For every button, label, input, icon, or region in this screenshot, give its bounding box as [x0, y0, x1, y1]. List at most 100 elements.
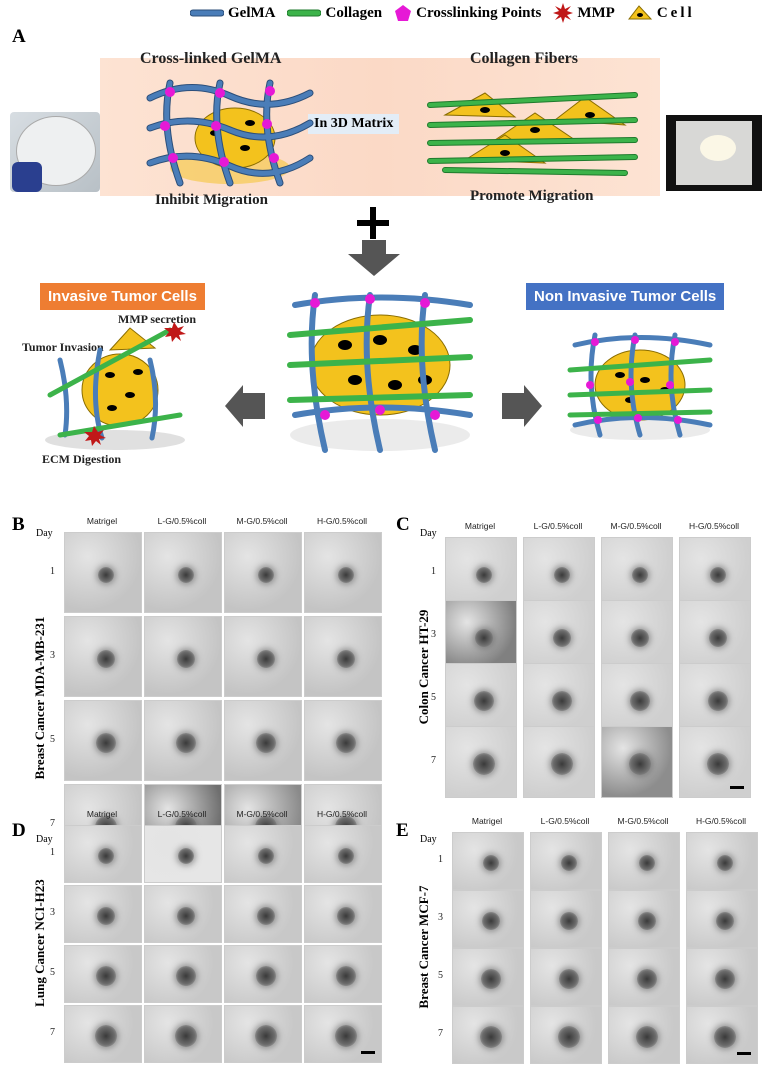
spheroid	[176, 966, 196, 986]
spheroid	[553, 629, 571, 647]
micrograph-image	[601, 726, 673, 798]
spheroid	[475, 629, 493, 647]
micrograph-image	[224, 532, 302, 613]
day-header: Day	[420, 528, 437, 539]
inhibit-migration-label: Inhibit Migration	[155, 192, 268, 208]
column-header: Matrigel	[471, 816, 503, 826]
center-combined-illustration	[287, 292, 473, 453]
spheroid	[176, 732, 196, 753]
micrograph-image	[64, 825, 142, 883]
micrograph-image	[144, 1005, 222, 1063]
spheroid	[337, 649, 355, 668]
spheroid	[97, 649, 115, 668]
spheroid	[717, 855, 733, 871]
spheroid	[707, 753, 729, 775]
cell-line-label: Lung Cancer NCI-H23	[32, 879, 47, 1007]
column-header: Matrigel	[464, 521, 496, 531]
in-3d-matrix-label: In 3D Matrix	[308, 114, 400, 134]
day-label: 7	[50, 817, 55, 829]
legend: GelMA Collagen Crosslinking Points MMP C…	[190, 0, 768, 26]
day-label: 1	[50, 847, 55, 858]
micrograph-image	[530, 832, 602, 890]
micrograph-image	[304, 532, 382, 613]
micrograph-image	[304, 945, 382, 1003]
column-header: M-G/0.5%coll	[236, 809, 288, 819]
micrograph-image	[523, 663, 595, 735]
micrograph-image	[686, 890, 758, 948]
micrograph-image	[601, 663, 673, 735]
day-label: 1	[50, 565, 55, 577]
spheroid	[98, 566, 114, 583]
spheroid	[255, 1025, 277, 1047]
collagen-fibers-title: Collagen Fibers	[470, 50, 578, 67]
spheroid	[716, 912, 734, 930]
micrograph-image	[679, 663, 751, 735]
micrograph-image	[530, 890, 602, 948]
day-label: 1	[431, 566, 436, 577]
spheroid	[476, 567, 492, 583]
micrograph-image	[64, 885, 142, 943]
micrograph-image	[224, 1005, 302, 1063]
spheroid	[177, 907, 195, 925]
spheroid	[473, 753, 495, 775]
ecm-digestion-label: ECM Digestion	[42, 452, 121, 466]
crosslinked-gelma-title: Cross-linked GelMA	[140, 50, 282, 67]
spheroid	[338, 848, 354, 864]
micrograph-image	[304, 825, 382, 883]
column-header: Matrigel	[86, 809, 118, 819]
spheroid	[175, 1025, 197, 1047]
column-header: M-G/0.5%coll	[617, 816, 669, 826]
column-header: M-G/0.5%coll	[610, 521, 662, 531]
column-header: H-G/0.5%coll	[688, 521, 740, 531]
mmp-secretion-label: MMP secretion	[118, 312, 197, 326]
micrograph-image	[608, 1006, 680, 1064]
micrograph-image	[144, 532, 222, 613]
spheroid	[629, 753, 651, 775]
noninvasive-tumor-tag: Non Invasive Tumor Cells	[526, 283, 725, 310]
column-header: L-G/0.5%coll	[540, 816, 590, 826]
micrograph-image	[144, 885, 222, 943]
legend-crosslinking: Crosslinking Points	[394, 4, 541, 22]
spheroid	[258, 848, 274, 864]
spheroid	[561, 855, 577, 871]
day-label: 3	[50, 907, 55, 918]
spheroid	[714, 1026, 736, 1048]
micrograph-image	[445, 537, 517, 609]
spheroid	[336, 966, 356, 986]
micrograph-image	[530, 948, 602, 1006]
micrograph-image	[686, 948, 758, 1006]
scale-bar	[737, 1052, 751, 1055]
cell-line-label: Breast Cancer MCF-7	[416, 885, 431, 1009]
arrow-down-icon	[348, 240, 400, 276]
spheroid	[97, 907, 115, 925]
invasive-illustration	[45, 322, 186, 450]
day-header: Day	[420, 834, 437, 845]
day-label: 5	[438, 970, 443, 981]
spheroid	[257, 907, 275, 925]
spheroid	[637, 969, 657, 989]
micrograph-image	[224, 885, 302, 943]
legend-collagen: Collagen	[287, 5, 382, 22]
spheroid	[552, 691, 572, 711]
micrograph-image	[224, 616, 302, 697]
tumor-invasion-label: Tumor Invasion	[22, 340, 104, 354]
day-header: Day	[36, 528, 53, 539]
micrograph-image	[452, 832, 524, 890]
micrograph-image	[144, 700, 222, 781]
spheroid	[336, 732, 356, 753]
day-label: 5	[431, 692, 436, 703]
spheroid	[481, 969, 501, 989]
spheroid	[258, 566, 274, 583]
spheroid	[630, 691, 650, 711]
spheroid	[560, 912, 578, 930]
spheroid	[559, 969, 579, 989]
panel-letter-a: A	[12, 26, 26, 47]
scale-bar	[361, 1051, 375, 1054]
micrograph-image	[224, 825, 302, 883]
spheroid	[551, 753, 573, 775]
micrograph-image	[64, 945, 142, 1003]
column-header: L-G/0.5%coll	[157, 516, 207, 526]
panel-letter-d: D	[12, 820, 26, 841]
micrograph-image	[445, 663, 517, 735]
spheroid	[631, 629, 649, 647]
